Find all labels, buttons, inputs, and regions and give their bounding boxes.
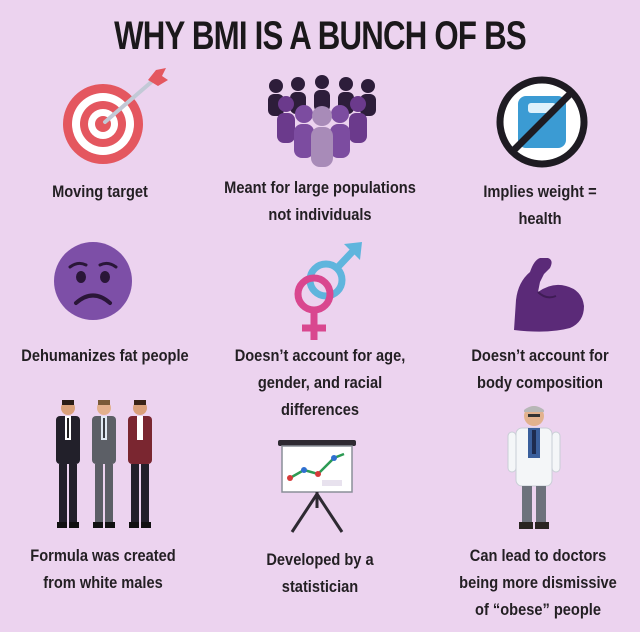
- flexed-bicep-icon: [514, 258, 584, 332]
- three-men-icon: [56, 400, 152, 528]
- caption-weight-health: Implies weight = health: [483, 182, 597, 228]
- caption-age-gender: Doesn’t account for age, gender, and rac…: [234, 346, 406, 419]
- target-icon: [63, 68, 168, 164]
- presentation-board-icon: [278, 440, 356, 533]
- caption-large-populations: Meant for large populations not individu…: [224, 178, 416, 224]
- caption-statistician: Developed by a statistician: [266, 550, 374, 596]
- caption-dismissive-doctors: Can lead to doctors being more dismissiv…: [459, 546, 617, 619]
- caption-body-composition: Doesn’t account for body composition: [471, 346, 609, 392]
- gender-symbols-icon: [294, 242, 362, 340]
- no-scale-icon: [496, 76, 588, 168]
- caption-moving-target: Moving target: [52, 182, 148, 201]
- caption-white-males: Formula was created from white males: [30, 546, 176, 592]
- caption-dehumanizes: Dehumanizes fat people: [21, 346, 189, 365]
- doctor-icon: [507, 406, 561, 529]
- page-title: WHY BMI IS A BUNCH OF BS: [114, 14, 527, 58]
- crowd-icon: [268, 75, 376, 167]
- sad-face-icon: [54, 242, 132, 320]
